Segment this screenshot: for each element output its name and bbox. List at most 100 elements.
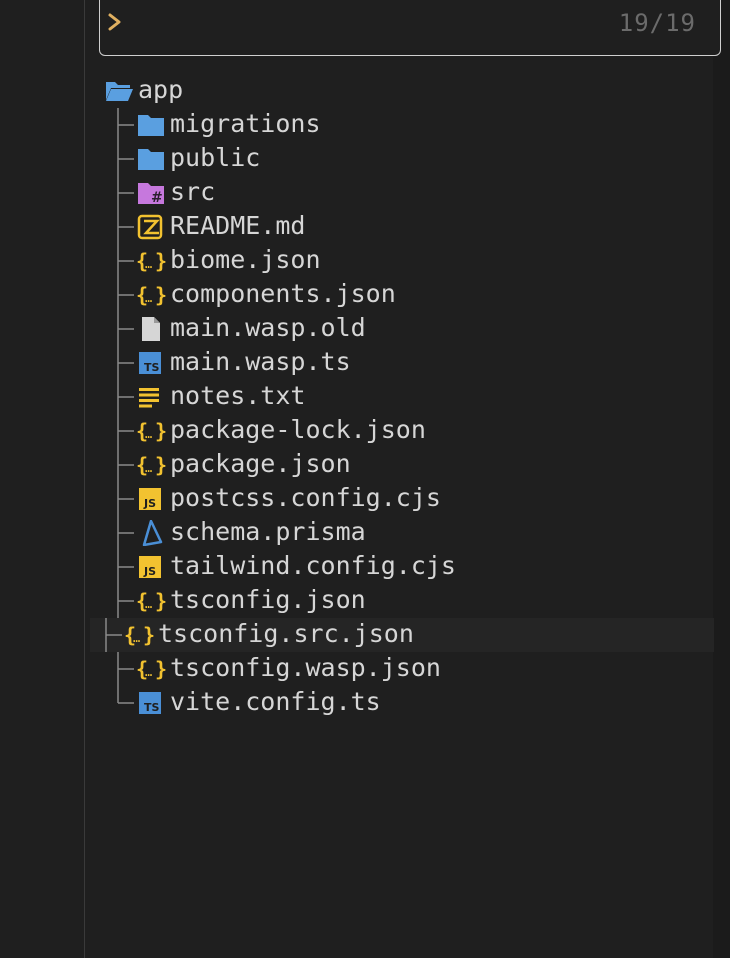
- svg-text:JS: JS: [143, 497, 156, 510]
- svg-text:{: {: [136, 283, 148, 307]
- tree-item[interactable]: notes.txt: [102, 380, 714, 414]
- folder-open-icon: [104, 78, 134, 104]
- svg-text:}: }: [155, 419, 166, 443]
- tree-connector: [116, 414, 136, 448]
- json-icon: {…}: [136, 588, 166, 614]
- json-icon: {…}: [136, 248, 166, 274]
- svg-text:}: }: [155, 283, 166, 307]
- search-prompt[interactable]: 19/19: [99, 0, 721, 56]
- svg-text:#: #: [151, 190, 163, 206]
- svg-text:{: {: [124, 623, 136, 647]
- match-counter: 19/19: [618, 9, 696, 37]
- tree-item-label: components.json: [170, 279, 396, 308]
- svg-text:}: }: [155, 249, 166, 273]
- tree-item-label: package.json: [170, 449, 351, 478]
- json-icon: {…}: [136, 452, 166, 478]
- tree-item[interactable]: README.md: [102, 210, 714, 244]
- tree-item[interactable]: {…}tsconfig.json: [102, 584, 714, 618]
- tree-connector: [116, 482, 136, 516]
- tree-item-label: src: [170, 177, 216, 206]
- scrollbar-track[interactable]: [713, 0, 730, 958]
- tree-item[interactable]: {…}tsconfig.src.json: [90, 618, 714, 652]
- left-gutter: [0, 0, 85, 958]
- tree-connector: [116, 210, 136, 244]
- tree-root-app[interactable]: app: [102, 74, 714, 108]
- tree-item-label: migrations: [170, 109, 321, 138]
- tree-item[interactable]: public: [102, 142, 714, 176]
- ts-icon: TS: [136, 690, 166, 716]
- svg-text:}: }: [155, 657, 166, 681]
- file-icon: [136, 316, 166, 342]
- js-icon: JS: [136, 554, 166, 580]
- tree-item[interactable]: {…}components.json: [102, 278, 714, 312]
- tree-item-label: biome.json: [170, 245, 321, 274]
- tree-connector: [116, 244, 136, 278]
- tree-item-label: notes.txt: [170, 381, 306, 410]
- tree-item[interactable]: JS postcss.config.cjs: [102, 482, 714, 516]
- tree-item[interactable]: schema.prisma: [102, 516, 714, 550]
- tree-connector: [116, 346, 136, 380]
- js-icon: JS: [136, 486, 166, 512]
- tree-connector: [116, 312, 136, 346]
- tree-item-label: package-lock.json: [170, 415, 426, 444]
- svg-text:TS: TS: [144, 361, 160, 374]
- svg-text:{: {: [136, 589, 148, 613]
- prompt-chevron-icon: [106, 7, 124, 37]
- tree-connector: [116, 652, 136, 686]
- svg-text:…: …: [133, 631, 140, 645]
- svg-text:{: {: [136, 249, 148, 273]
- tree-item-label: postcss.config.cjs: [170, 483, 441, 512]
- json-icon: {…}: [136, 418, 166, 444]
- tree-item[interactable]: {…}biome.json: [102, 244, 714, 278]
- svg-text:…: …: [145, 427, 152, 441]
- svg-text:{: {: [136, 657, 148, 681]
- tree-connector: [116, 176, 136, 210]
- text-lines-icon: [136, 384, 166, 410]
- tree-item-label: schema.prisma: [170, 517, 366, 546]
- tree-item[interactable]: JS tailwind.config.cjs: [102, 550, 714, 584]
- svg-text:}: }: [155, 589, 166, 613]
- tree-item-label: tailwind.config.cjs: [170, 551, 456, 580]
- tree-item-label: tsconfig.wasp.json: [170, 653, 441, 682]
- folder-icon: [136, 146, 166, 172]
- json-icon: {…}: [136, 656, 166, 682]
- tree-connector: [116, 516, 136, 550]
- tree-connector: [116, 278, 136, 312]
- tree-item[interactable]: {…}package-lock.json: [102, 414, 714, 448]
- svg-text:…: …: [145, 461, 152, 475]
- json-icon: {…}: [136, 282, 166, 308]
- tree-item[interactable]: {…}package.json: [102, 448, 714, 482]
- json-icon: {…}: [124, 622, 154, 648]
- folder-icon: [136, 112, 166, 138]
- tree-root-label: app: [138, 75, 184, 104]
- svg-text:JS: JS: [143, 565, 156, 578]
- svg-text:TS: TS: [144, 701, 160, 714]
- svg-text:…: …: [145, 257, 152, 271]
- ts-icon: TS: [136, 350, 166, 376]
- tree-connector: [116, 108, 136, 142]
- tree-connector: [116, 448, 136, 482]
- tree-item[interactable]: # src: [102, 176, 714, 210]
- svg-text:}: }: [143, 623, 154, 647]
- tree-connector: [116, 142, 136, 176]
- tree-item-label: tsconfig.src.json: [158, 619, 414, 648]
- tree-item[interactable]: main.wasp.old: [102, 312, 714, 346]
- prisma-icon: [136, 520, 166, 546]
- tree-item[interactable]: TS vite.config.ts: [102, 686, 714, 720]
- tree-item[interactable]: migrations: [102, 108, 714, 142]
- hash-folder-icon: #: [136, 180, 166, 206]
- tree-connector: [116, 380, 136, 414]
- svg-text:{: {: [136, 453, 148, 477]
- readme-icon: [136, 214, 166, 240]
- tree-item-label: public: [170, 143, 261, 172]
- tree-connector: [116, 686, 136, 720]
- tree-item-label: vite.config.ts: [170, 687, 381, 716]
- tree-item-label: main.wasp.old: [170, 313, 366, 342]
- tree-item[interactable]: {…}tsconfig.wasp.json: [102, 652, 714, 686]
- tree-connector: [116, 550, 136, 584]
- tree-connector: [116, 584, 136, 618]
- tree-connector: [104, 618, 124, 652]
